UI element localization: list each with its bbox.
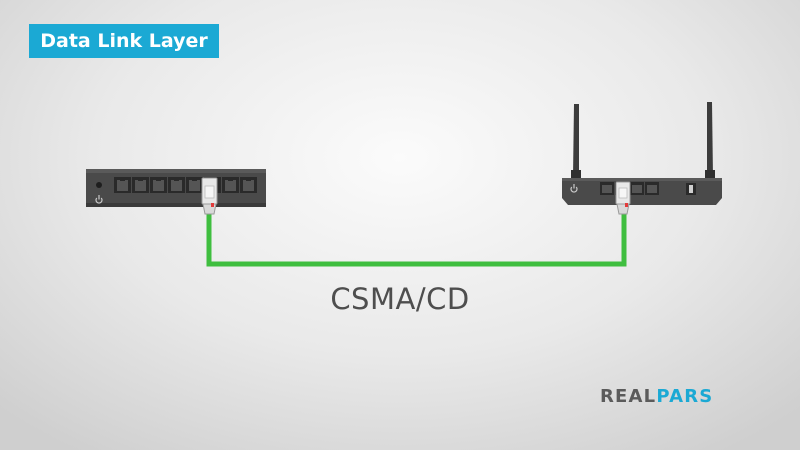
network-switch: [86, 169, 266, 215]
router-antenna: [705, 102, 715, 179]
protocol-label: CSMA/CD: [330, 282, 470, 316]
switch-reset-pinhole: [96, 182, 102, 188]
logo-part-real: REAL: [600, 386, 657, 407]
usb-port: [686, 183, 696, 195]
router-antenna: [571, 104, 581, 179]
layer-title-badge: Data Link Layer: [29, 24, 219, 58]
power-icon: [95, 195, 103, 204]
ethernet-cable: [206, 213, 627, 267]
logo-part-pars: PARS: [656, 386, 714, 407]
router-cable-plug: [615, 181, 631, 215]
power-icon: [570, 184, 578, 193]
realpars-logo: REALPARS: [600, 386, 713, 407]
switch-cable-plug: [201, 177, 218, 215]
wireless-router: [562, 102, 722, 215]
